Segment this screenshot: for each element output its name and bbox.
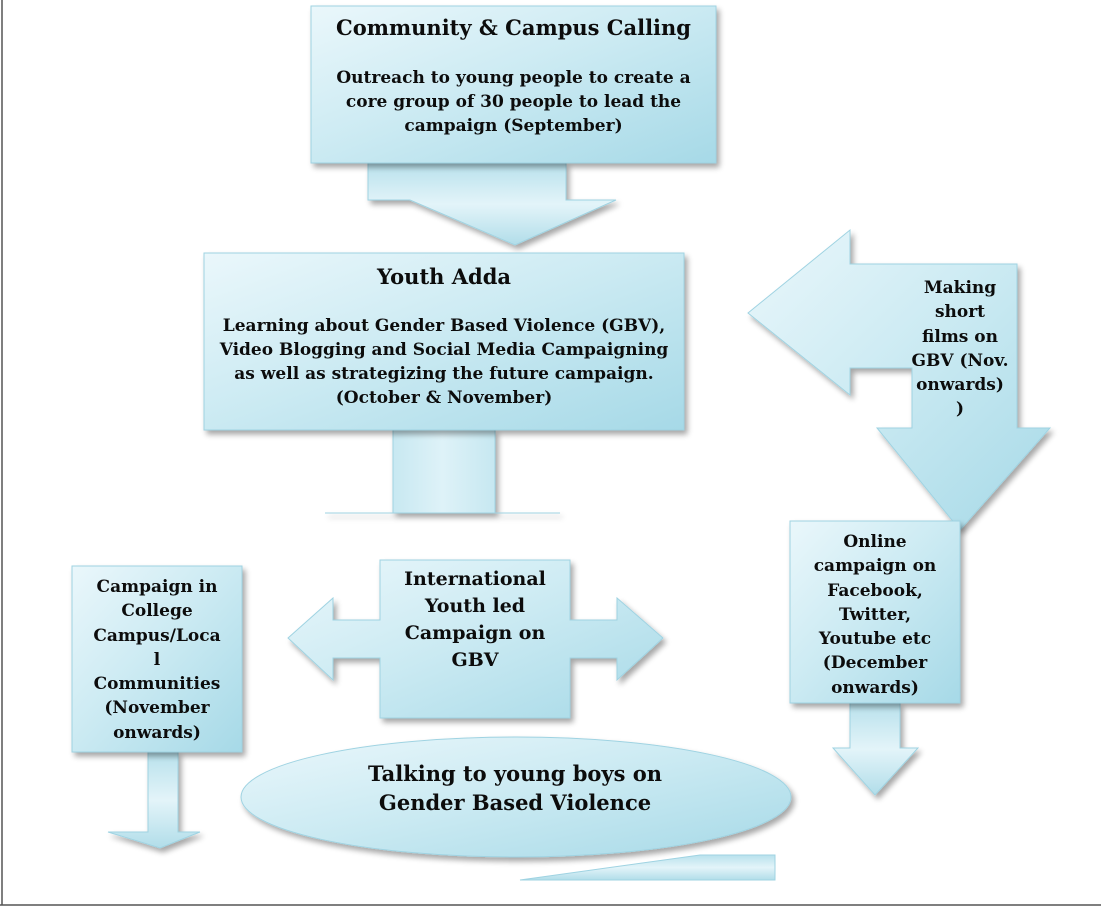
college-line: l [153, 649, 161, 670]
short-films-arrow [747, 228, 1052, 531]
youth-adda-line: Learning about Gender Based Violence (GB… [222, 316, 666, 336]
international-line: Campaign on [404, 622, 546, 644]
youth-adda-line: Video Blogging and Social Media Campaign… [219, 340, 669, 360]
online-line: campaign on [813, 556, 937, 577]
short-films-line: GBV (Nov. [911, 350, 1009, 371]
short-films-line: ) [955, 399, 965, 420]
college-line: onwards) [113, 722, 201, 743]
international-double-arrow [287, 559, 664, 719]
community-line: core group of 30 people to lead the [345, 92, 682, 112]
community-title: Community & Campus Calling [336, 15, 691, 40]
online-down-arrow [831, 702, 920, 796]
international-text: International Youth led Campaign on GBV [380, 566, 570, 674]
online-line: Facebook, [827, 580, 923, 601]
short-films-line: films on [922, 326, 998, 347]
youth-adda-text: Learning about Gender Based Violence (GB… [204, 314, 684, 410]
international-line: International [404, 568, 546, 590]
talking-line: Talking to young boys on [367, 761, 663, 786]
down-arrow-top [367, 162, 617, 246]
online-text: Online campaign on Facebook, Twitter, Yo… [790, 530, 960, 700]
talking-ellipse [240, 736, 792, 858]
college-box [71, 565, 243, 753]
online-line: onwards) [831, 677, 919, 698]
college-line: College [121, 601, 193, 622]
short-films-text: Making short films on GBV (Nov. onwards)… [905, 276, 1015, 422]
talking-line: Gender Based Violence [378, 790, 652, 815]
community-text: Outreach to young people to create a cor… [311, 66, 716, 138]
talking-scroll-tail [519, 854, 776, 881]
college-text: Campaign in College Campus/Loca l Commun… [72, 575, 242, 745]
online-line: Youtube etc [818, 629, 932, 650]
community-box [310, 5, 717, 164]
short-films-line: short [934, 302, 986, 323]
youth-adda-line: (October & November) [335, 388, 553, 408]
online-line: Online [843, 532, 907, 552]
talking-text: Talking to young boys on Gender Based Vi… [290, 759, 740, 817]
community-line: Outreach to young people to create a [336, 68, 691, 88]
international-line: GBV [451, 649, 499, 671]
college-down-arrow [107, 751, 201, 849]
online-line: Twitter, [838, 604, 912, 625]
online-box [789, 520, 961, 704]
youth-adda-tail [325, 429, 560, 514]
college-line: Campus/Loca [93, 625, 221, 646]
college-line: Campaign in [96, 577, 218, 597]
youth-adda-title: Youth Adda [377, 264, 511, 289]
youth-adda-box [203, 252, 685, 431]
youth-adda-line: as well as strategizing the future campa… [234, 364, 654, 384]
college-line: Communities [93, 674, 221, 695]
community-line: campaign (September) [404, 116, 623, 136]
international-line: Youth led [424, 595, 526, 617]
online-line: (December [822, 653, 928, 674]
college-line: (November [104, 698, 210, 719]
short-films-line: Making [923, 278, 997, 298]
short-films-line: onwards) [916, 375, 1004, 396]
